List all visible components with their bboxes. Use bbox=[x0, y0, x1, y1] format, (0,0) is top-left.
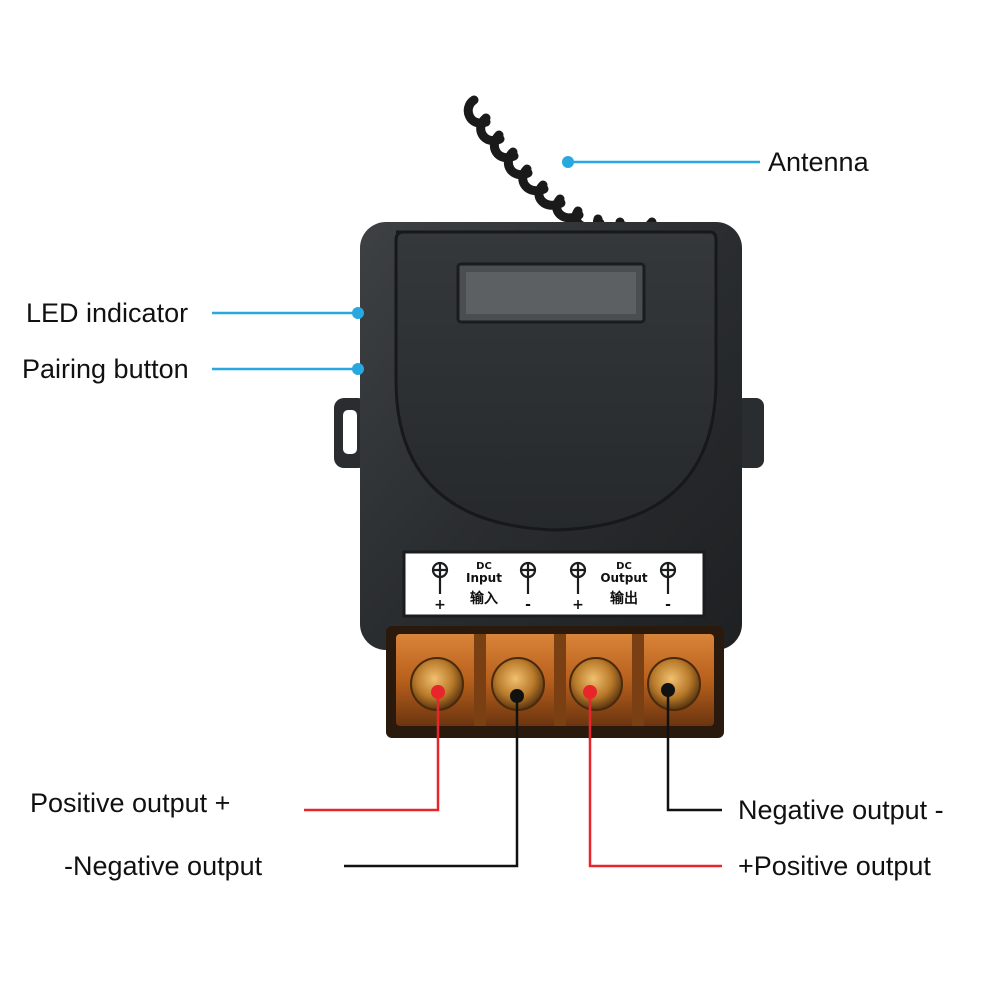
negative-output-right-callout-dot bbox=[661, 683, 675, 697]
terminal-label-panel bbox=[402, 550, 706, 618]
positive-output-left-callout-dot bbox=[431, 685, 445, 699]
pairing-button-label: Pairing button bbox=[22, 354, 189, 384]
positive-output-right-callout-dot bbox=[583, 685, 597, 699]
output-title-cn: 输出 bbox=[610, 590, 638, 607]
led-indicator-label: LED indicator bbox=[26, 298, 189, 328]
positive-output-right-callout-line bbox=[588, 692, 722, 868]
led-indicator-callout-dot bbox=[352, 307, 364, 319]
panel-ground-symbols bbox=[431, 561, 677, 594]
input-minus-sign: - bbox=[525, 597, 531, 613]
output-title-dc: DC bbox=[616, 561, 632, 572]
antenna-coil bbox=[463, 95, 657, 237]
positive-output-left-callout-line bbox=[304, 692, 440, 812]
terminal-screws bbox=[410, 657, 701, 711]
positive-output-left-label: Positive output + bbox=[30, 788, 231, 818]
negative-output-left-callout-dot bbox=[510, 689, 524, 703]
negative-output-right-callout-line bbox=[666, 690, 722, 812]
output-title: Output bbox=[600, 571, 648, 585]
negative-output-left-label: -Negative output bbox=[64, 851, 263, 881]
left-tab-slot bbox=[343, 410, 357, 454]
input-title-cn: 输入 bbox=[470, 590, 498, 607]
terminal-dividers bbox=[474, 634, 644, 726]
output-plus-sign: + bbox=[572, 597, 584, 613]
antenna-label: Antenna bbox=[768, 147, 869, 177]
input-title-dc: DC bbox=[476, 561, 492, 572]
output-minus-sign: - bbox=[665, 597, 671, 613]
pairing-button-callout-dot bbox=[352, 363, 364, 375]
right-mounting-tab bbox=[736, 398, 764, 468]
indicator-window-glass bbox=[466, 272, 636, 314]
input-plus-sign: + bbox=[434, 597, 446, 613]
terminal-screw-4 bbox=[647, 657, 701, 711]
negative-output-right-label: Negative output - bbox=[738, 795, 944, 825]
input-title: Input bbox=[466, 571, 502, 585]
terminal-screw-3 bbox=[569, 657, 623, 711]
antenna-callout-dot bbox=[562, 156, 574, 168]
negative-output-left-callout-line bbox=[344, 696, 519, 868]
positive-output-right-label: +Positive output bbox=[738, 851, 931, 881]
